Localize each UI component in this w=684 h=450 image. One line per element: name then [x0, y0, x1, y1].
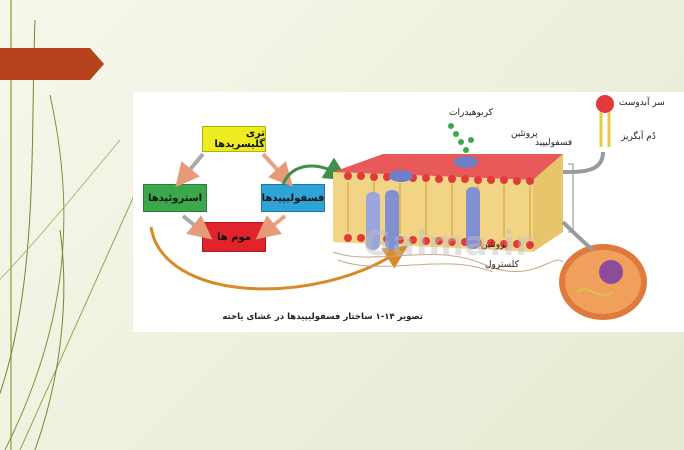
phospholipid-label: فسفولیپید	[535, 138, 573, 148]
cholesterol-label: کلسترول	[485, 260, 519, 270]
figure-caption: تصویر ۱۴-۱ ساختار فسفولیپیدها در غشای یا…	[222, 312, 423, 322]
steroids-box: استروئیدها	[143, 184, 207, 212]
waxes-box: موم ها	[202, 222, 266, 252]
hydrophobic-tail-label: دُم آبگریز	[621, 132, 656, 142]
protein-bottom-label: پروتئین	[481, 240, 508, 250]
protein-top-label: پروتئین	[511, 129, 538, 139]
watermark: Galma.ir	[363, 224, 534, 264]
hydrophilic-head-label: سر آبدوست	[619, 98, 665, 108]
transmembrane-protein	[366, 192, 380, 250]
phospholipid-figure: تری گلیسریدها استروئیدها فسفولیپیدها موم…	[133, 92, 684, 332]
carbohydrates-label: کربوهیدرات	[449, 108, 493, 118]
phospholipids-box: فسفولیپیدها	[261, 184, 325, 212]
title-tab	[0, 48, 104, 80]
triglycerides-box: تری گلیسریدها	[202, 126, 266, 152]
diagram-arrows	[149, 95, 647, 320]
